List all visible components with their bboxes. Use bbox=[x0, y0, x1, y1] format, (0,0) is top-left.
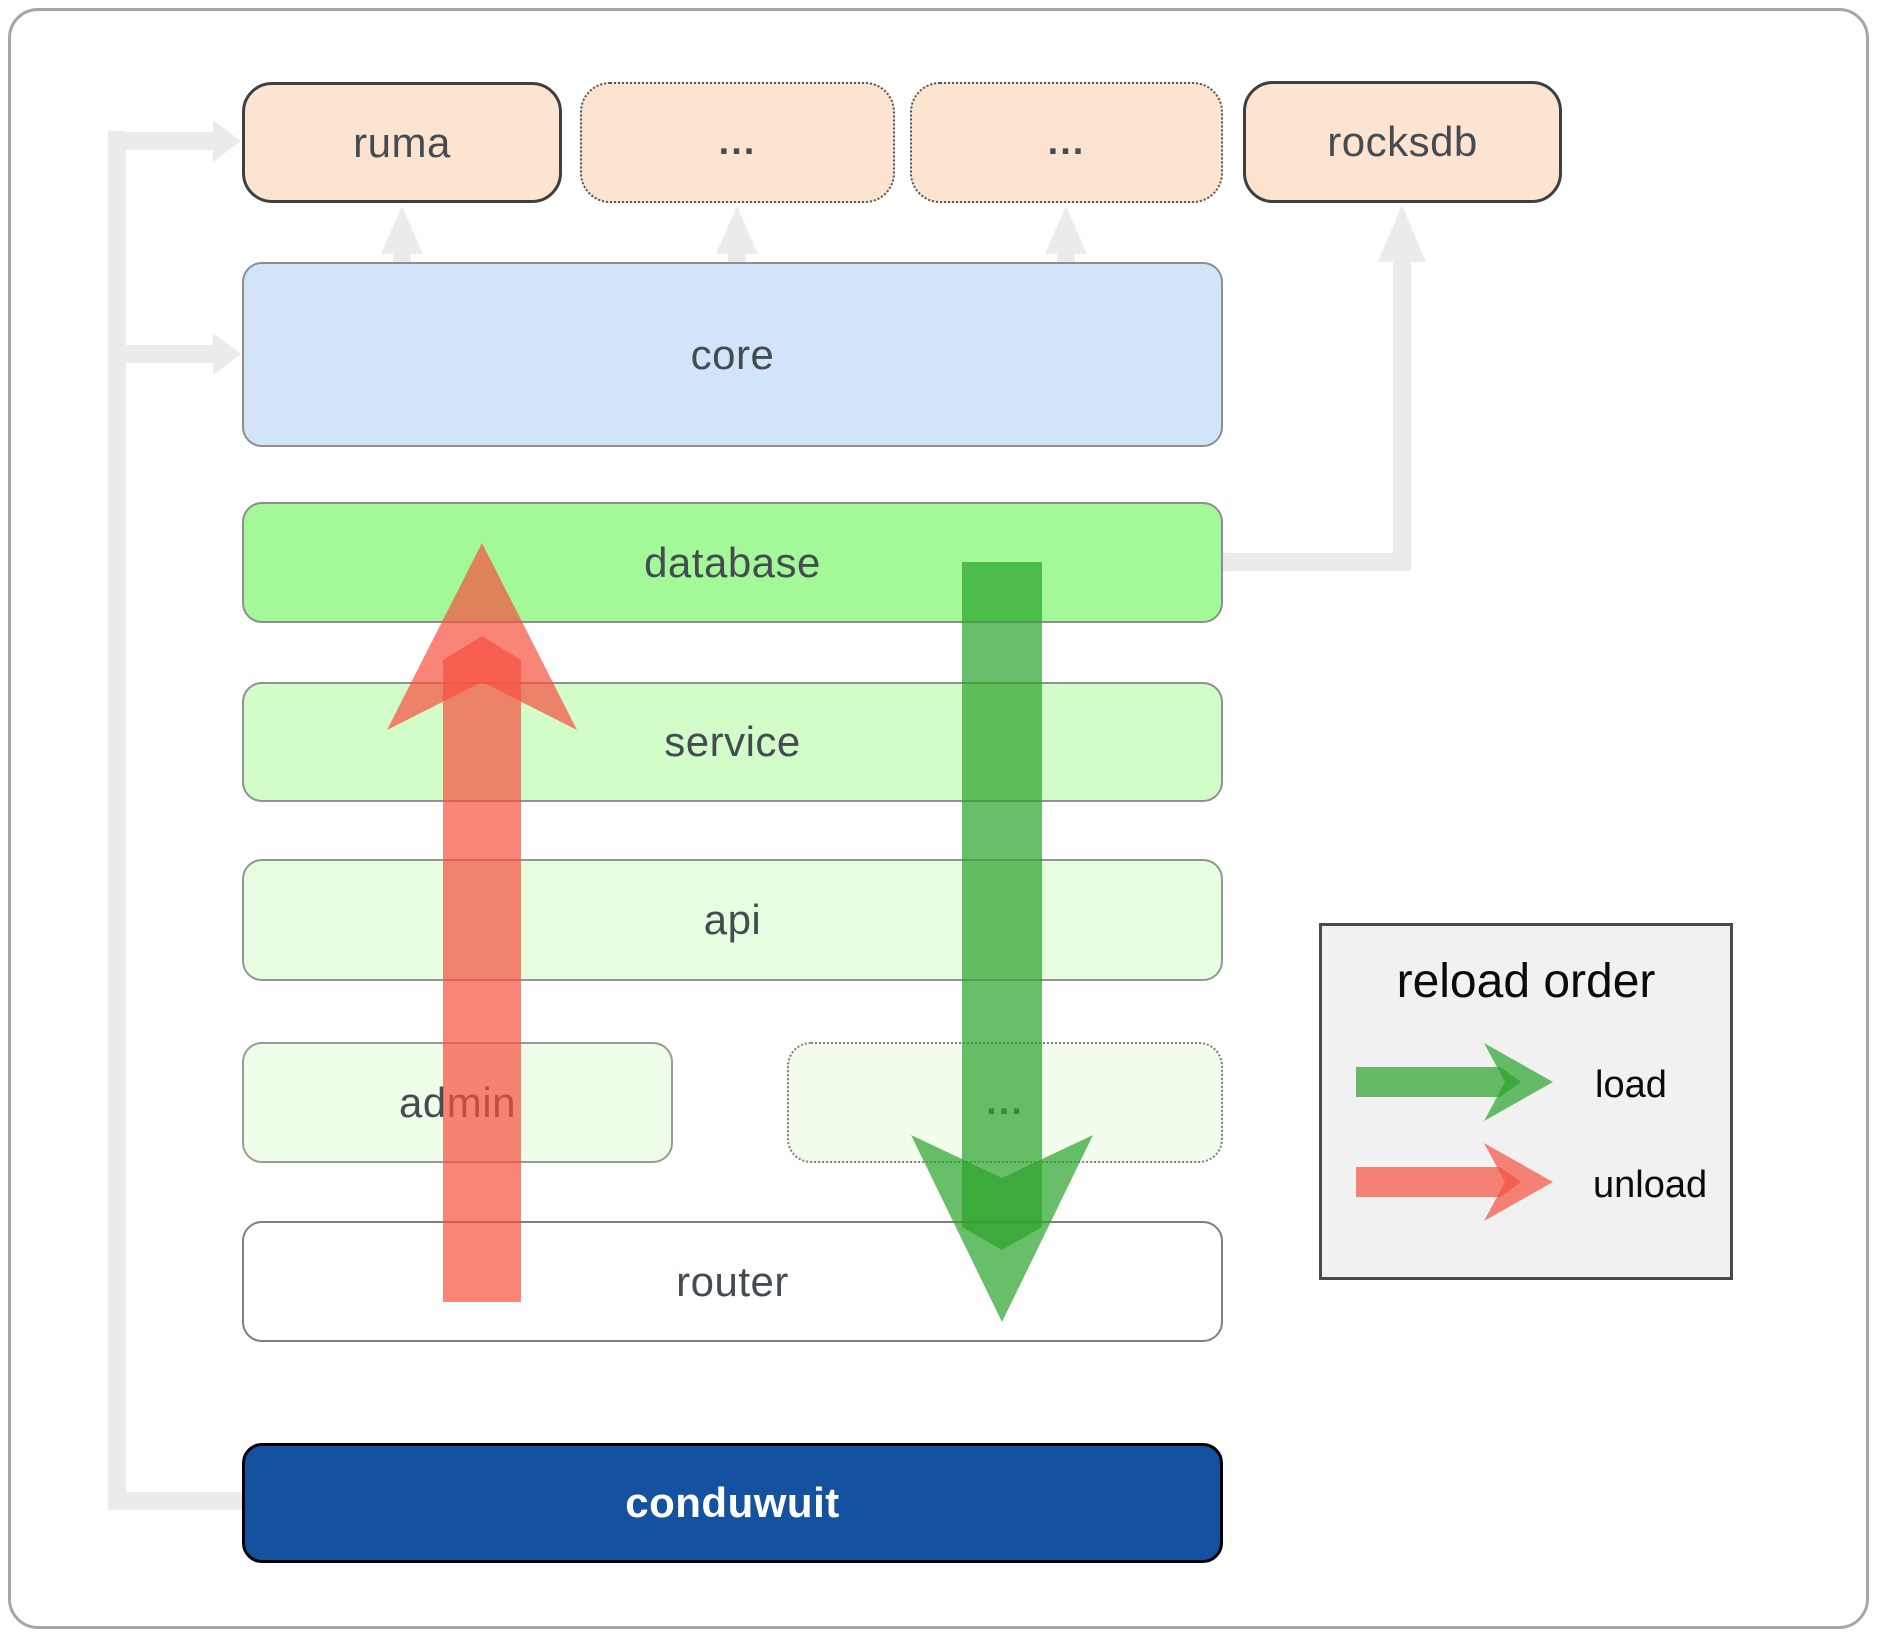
unload-arrow bbox=[387, 543, 577, 1302]
load-arrowhead-icon bbox=[911, 1135, 1093, 1322]
conduwuit-label: conduwuit bbox=[625, 1479, 840, 1526]
arrowhead-into-core-icon bbox=[213, 333, 241, 375]
branch-to-core-line bbox=[120, 345, 213, 363]
core-label: core bbox=[690, 330, 775, 378]
ruma-label: ruma bbox=[353, 118, 451, 166]
rocksdb-label: rocksdb bbox=[1327, 118, 1478, 165]
legend-title: reload order bbox=[1396, 955, 1656, 1008]
legend-load-arrow-shaft bbox=[1356, 1067, 1521, 1097]
core-to-modules-arrows bbox=[381, 206, 1087, 263]
database-elbow-line bbox=[1223, 553, 1403, 571]
branch-to-ruma-line bbox=[120, 132, 213, 150]
left-trunk-line bbox=[108, 131, 126, 1510]
core-box: core bbox=[242, 262, 1223, 447]
ellipsis-label: ... bbox=[718, 121, 757, 163]
load-arrow-shaft bbox=[962, 562, 1042, 1250]
service-label: service bbox=[664, 718, 801, 765]
legend-unload-arrow-icon bbox=[1356, 1143, 1553, 1221]
arrowhead-into-rocksdb-icon bbox=[1378, 205, 1426, 262]
ruma-box: ruma bbox=[242, 82, 562, 203]
legend-unload-arrowhead-icon bbox=[1484, 1143, 1553, 1221]
unload-arrowhead-icon bbox=[387, 543, 577, 730]
legend-unload-arrow-shaft bbox=[1356, 1167, 1521, 1197]
database-label: database bbox=[644, 538, 821, 586]
load-arrow bbox=[911, 562, 1093, 1322]
api-label: api bbox=[703, 896, 762, 943]
core-to-ext1-arrowhead-icon bbox=[716, 206, 758, 254]
legend-load-label: load bbox=[1595, 1064, 1667, 1106]
conduwuit-dependency-connector bbox=[108, 120, 242, 1510]
router-label: router bbox=[676, 1257, 789, 1305]
database-to-rocksdb-connector bbox=[1223, 205, 1426, 571]
legend-unload-label: unload bbox=[1593, 1164, 1708, 1206]
ellipsis-label: ... bbox=[1047, 121, 1086, 163]
conduwuit-elbow-line bbox=[108, 1492, 242, 1510]
arrowhead-into-ruma-icon bbox=[213, 120, 241, 162]
api-box: api bbox=[242, 859, 1223, 981]
external-crate-box-2: ... bbox=[910, 82, 1223, 203]
core-to-ruma-arrowhead-icon bbox=[381, 206, 423, 254]
router-box: router bbox=[242, 1221, 1223, 1342]
legend-panel: reload order load unload bbox=[1319, 923, 1733, 1280]
rocksdb-vertical-line bbox=[1393, 258, 1411, 571]
core-to-ext2-arrowhead-icon bbox=[1045, 206, 1087, 254]
unload-arrow-shaft bbox=[443, 636, 521, 1302]
external-crate-box-1: ... bbox=[580, 82, 895, 203]
legend-load-arrowhead-icon bbox=[1484, 1043, 1553, 1121]
rocksdb-box: rocksdb bbox=[1243, 81, 1562, 203]
database-box: database bbox=[242, 502, 1223, 623]
legend-load-arrow-icon bbox=[1356, 1043, 1553, 1121]
conduwuit-box: conduwuit bbox=[242, 1443, 1223, 1563]
